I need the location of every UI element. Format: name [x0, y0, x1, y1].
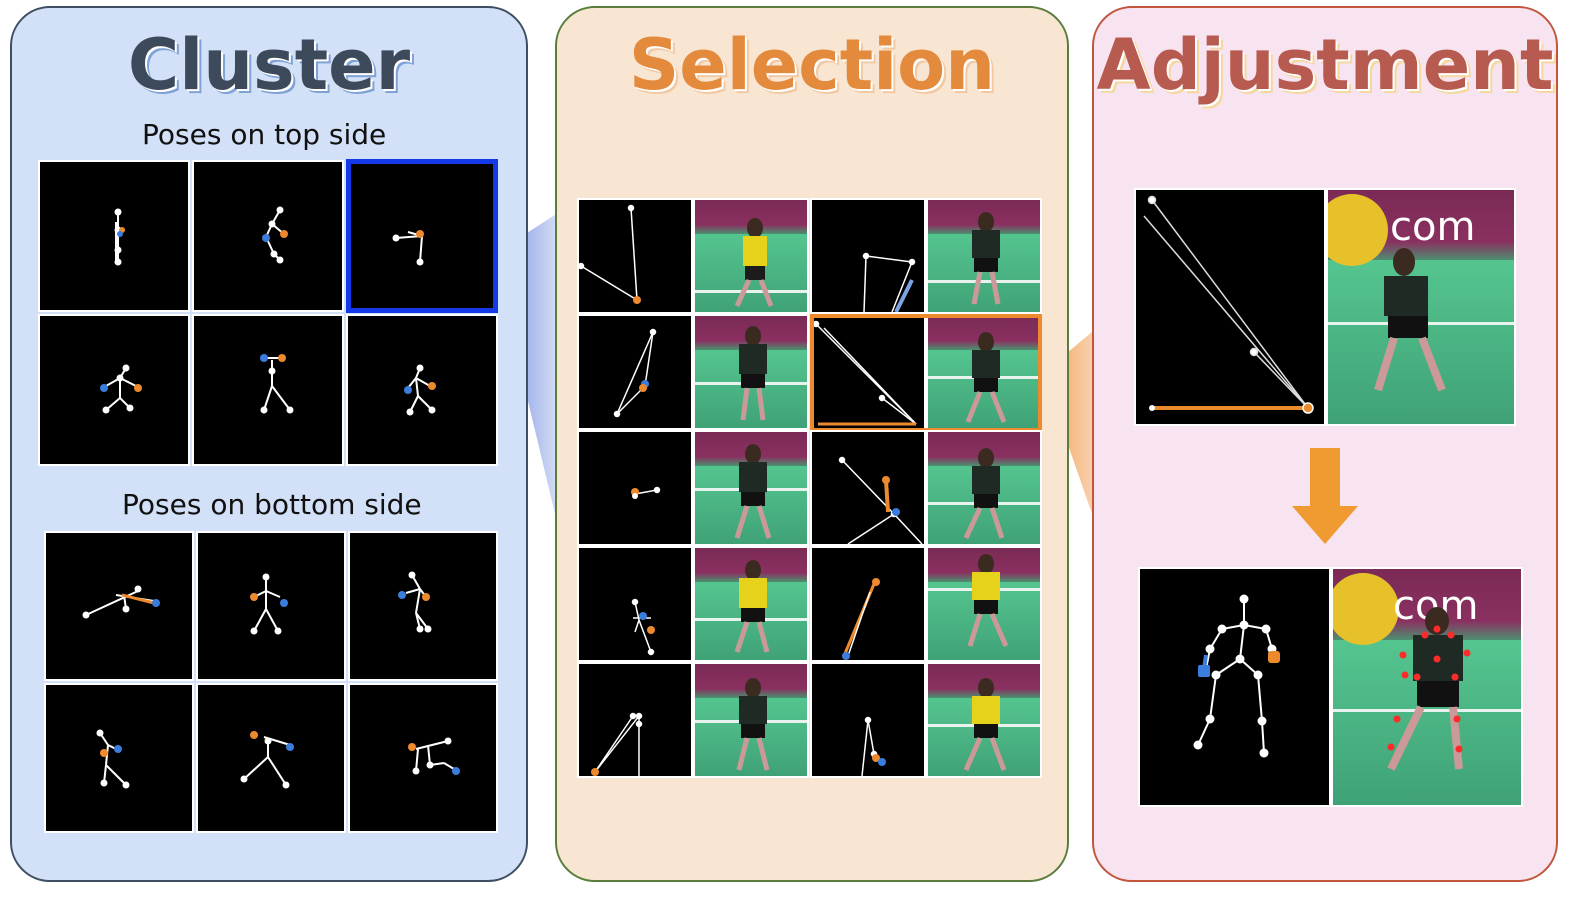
pose-tile-bottom-1 — [44, 531, 194, 681]
pose-tile-top-6 — [346, 314, 498, 466]
selection-pose-r5c1 — [577, 662, 693, 778]
pose-tile-bottom-6 — [348, 683, 498, 833]
pose-tile-bottom-2 — [196, 531, 346, 681]
selection-pose-r1c1 — [577, 198, 693, 314]
selection-photo-r4c4 — [926, 546, 1042, 662]
pose-tile-bottom-4 — [44, 683, 194, 833]
selected-cluster-highlight — [346, 159, 498, 313]
selection-pose-r1c3 — [810, 198, 926, 314]
selection-photo-r2c2 — [693, 314, 809, 430]
selection-title: Selection — [628, 24, 996, 106]
selection-pose-r3c1 — [577, 430, 693, 546]
photo-logo-text-before: com — [1390, 204, 1475, 250]
top-side-label: Poses on top side — [142, 118, 387, 151]
selection-photo-r3c2 — [693, 430, 809, 546]
pose-tile-top-2 — [192, 160, 344, 312]
pose-tile-bottom-3 — [348, 531, 498, 681]
pose-tile-bottom-5 — [196, 683, 346, 833]
selection-photo-r1c4 — [926, 198, 1042, 314]
selection-pose-r2c1 — [577, 314, 693, 430]
selection-pose-r3c3 — [810, 430, 926, 546]
selected-sample-highlight — [810, 314, 1042, 432]
down-arrow-icon — [1292, 448, 1358, 544]
selection-photo-r1c2 — [693, 198, 809, 314]
cluster-title: Cluster — [127, 24, 411, 106]
pose-tile-top-5 — [192, 314, 344, 466]
selection-photo-r5c4 — [926, 662, 1042, 778]
selection-pose-r5c3 — [810, 662, 926, 778]
adjust-photo-before: com — [1326, 188, 1516, 426]
adjust-pose-before — [1134, 188, 1326, 426]
selection-photo-r5c2 — [693, 662, 809, 778]
selection-pose-r4c1 — [577, 546, 693, 662]
pose-tile-top-3 — [346, 160, 498, 312]
adjustment-title: Adjustment — [1096, 24, 1554, 106]
selection-photo-r3c4 — [926, 430, 1042, 546]
adjust-pose-after — [1138, 567, 1331, 807]
selection-pose-r4c3 — [810, 546, 926, 662]
pose-tile-top-1 — [38, 160, 190, 312]
bottom-side-label: Poses on bottom side — [122, 488, 422, 521]
selection-photo-r4c2 — [693, 546, 809, 662]
pose-tile-top-4 — [38, 314, 190, 466]
keypoint-markers — [1387, 625, 1471, 753]
adjust-photo-after: com — [1331, 567, 1523, 807]
